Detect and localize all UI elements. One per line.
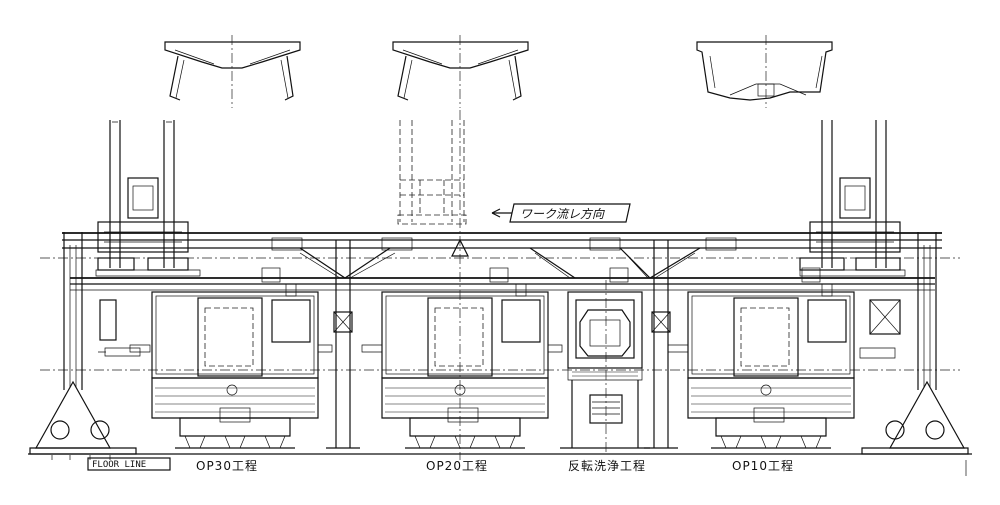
- work-flow-label: ワーク流レ方向: [520, 207, 605, 221]
- machine-op30: [129, 283, 333, 449]
- wash-station: [560, 280, 650, 455]
- floor-line-label: FLOOR LINE: [87, 457, 171, 471]
- left-arrow-icon: [491, 208, 512, 218]
- label-op10: OP10工程: [732, 458, 794, 473]
- floor-line-text: FLOOR LINE: [92, 460, 146, 470]
- workpiece-profile-op10: [696, 35, 833, 108]
- machine-op20: [361, 110, 563, 460]
- floor-line: [28, 453, 972, 476]
- right-loader: [799, 120, 906, 277]
- left-support-leg: [29, 232, 141, 460]
- workpiece-profile-op20: [392, 35, 529, 108]
- label-wash: 反転洗浄工程: [568, 458, 646, 473]
- machine-op10: [667, 283, 855, 449]
- workpiece-profile-op30: [164, 35, 301, 108]
- label-op20: OP20工程: [426, 458, 488, 473]
- left-loader: [95, 120, 201, 277]
- intermediate-columns: [261, 237, 821, 449]
- label-op30: OP30工程: [196, 458, 258, 473]
- work-flow-indicator: ワーク流レ方向: [491, 203, 631, 223]
- gantry-beam: [40, 232, 960, 371]
- phantom-loader-center: [397, 120, 467, 225]
